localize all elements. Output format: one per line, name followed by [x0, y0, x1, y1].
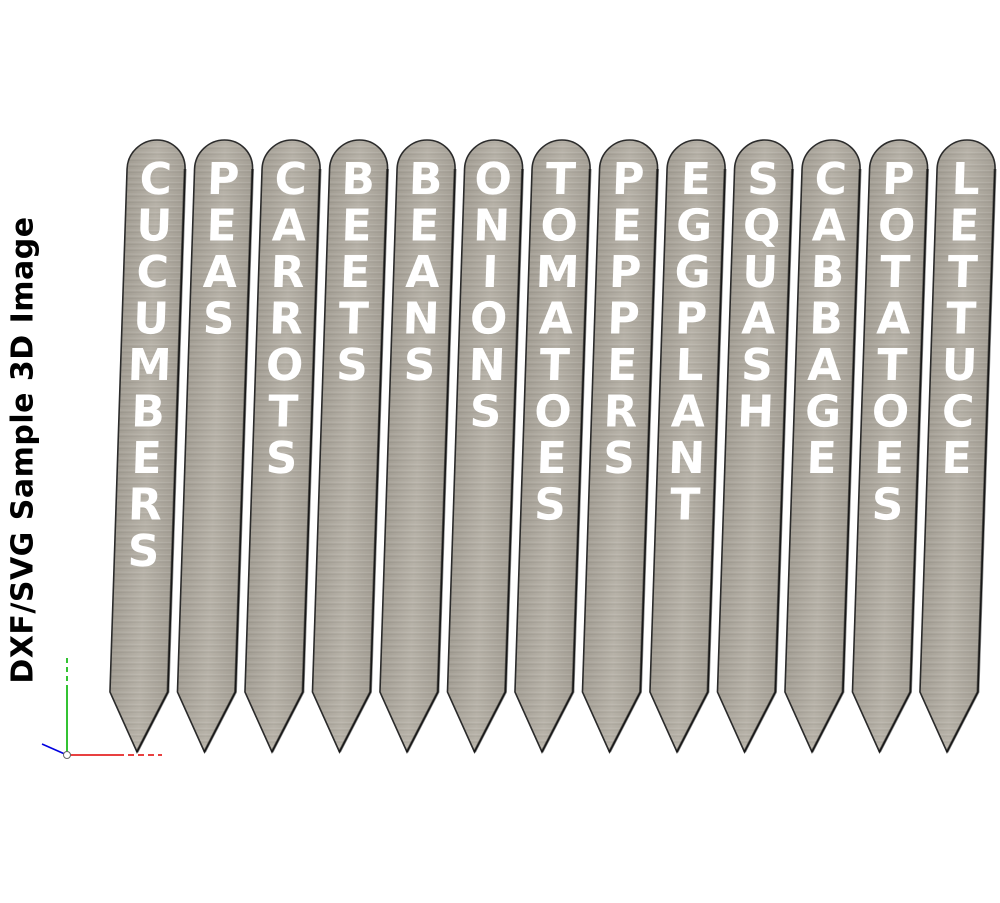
stake-label: PEAS [201, 154, 241, 344]
stake-body [919, 139, 996, 754]
stake-label: CARROTS [262, 154, 310, 484]
stake-edge [945, 169, 997, 753]
stake-body [109, 139, 186, 754]
axis-origin [63, 751, 71, 759]
stake-edge [878, 169, 930, 753]
stake-potatoes: POTATOES [851, 139, 930, 754]
xyz-axis-gizmo-icon [41, 655, 162, 759]
stake-label: POTATOES [868, 154, 918, 530]
stake-label: BEANS [400, 154, 445, 391]
stake-edge [270, 169, 322, 753]
stake-label: EGGPLANT [666, 154, 715, 530]
stake-peas: PEAS [176, 139, 255, 754]
stakes-group: CUCUMBERS PEAS CARROTS BEETS BEANS ONIONS TOMA… [109, 139, 997, 754]
stake-label: LETTUCE [938, 154, 985, 484]
stake-label: CABBAGE [803, 154, 850, 484]
stake-squash: SQUASH [716, 139, 795, 754]
z-axis-line [41, 743, 68, 756]
stake-lettuce: LETTUCE [919, 139, 997, 754]
stake-label: SQUASH [736, 154, 783, 437]
stake-edge [810, 169, 862, 753]
stake-body [176, 139, 254, 754]
stake-body [244, 139, 321, 754]
stake-edge [203, 169, 255, 753]
stake-edge [675, 169, 727, 753]
stake-cabbage: CABBAGE [784, 139, 862, 754]
stake-label: TOMATOES [527, 154, 583, 530]
stake-eggplant: EGGPLANT [649, 139, 727, 754]
stake-body [446, 139, 524, 754]
stake-label: PEPPERS [601, 154, 646, 484]
stake-beans: BEANS [379, 139, 457, 754]
stake-beets: BEETS [311, 139, 390, 754]
stake-body [716, 139, 794, 754]
stake-body [649, 139, 726, 754]
stake-onions: ONIONS [446, 139, 525, 754]
stake-label: CUCUMBERS [121, 154, 179, 577]
stake-edge [743, 169, 795, 753]
stake-edge [135, 169, 187, 753]
stake-tomatoes: TOMATOES [514, 139, 592, 754]
stake-body [514, 139, 591, 754]
stake-peppers: PEPPERS [581, 139, 660, 754]
stake-edge [338, 169, 390, 753]
stake-body [311, 139, 389, 754]
stake-carrots: CARROTS [244, 139, 322, 754]
stake-edge [473, 169, 525, 753]
stake-edge [405, 169, 457, 753]
stake-body [379, 139, 456, 754]
stake-edge [540, 169, 592, 753]
stake-body [784, 139, 861, 754]
stake-body [851, 139, 929, 754]
stake-label: BEETS [335, 154, 376, 391]
stake-label: ONIONS [466, 154, 513, 437]
stake-edge [608, 169, 660, 753]
stake-body [581, 139, 659, 754]
stake-cucumbers: CUCUMBERS [109, 139, 187, 754]
